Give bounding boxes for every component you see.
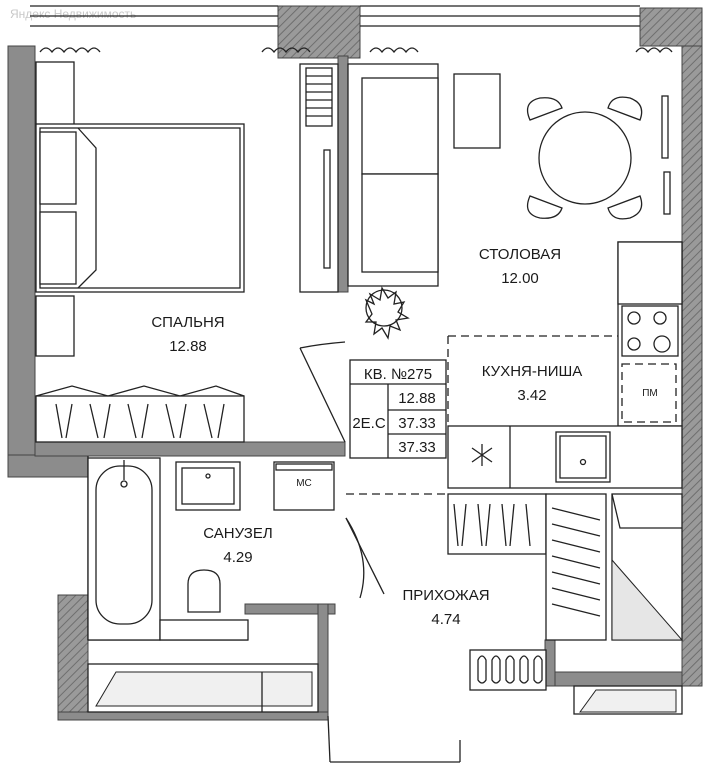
bathroom-name: САНУЗЕЛ: [203, 525, 272, 542]
hallway-furniture: [87, 493, 684, 715]
apartment-info-table: [349, 359, 447, 459]
bathroom-fixtures: [87, 456, 448, 641]
total-area-alt: 37.33: [398, 439, 436, 456]
sink-icon: [555, 431, 611, 483]
dishwasher-label: ПМ: [642, 388, 658, 399]
toilet-icon: [187, 569, 221, 613]
kitchen-name: КУХНЯ-НИША: [482, 363, 582, 380]
hallway-name: ПРИХОЖАЯ: [402, 587, 489, 604]
dining-name: СТОЛОВАЯ: [479, 246, 561, 263]
dining-area: 12.00: [501, 270, 539, 287]
plant-icon: [364, 286, 410, 340]
walls: [7, 5, 703, 763]
apartment-type: 2Е.С: [352, 415, 386, 432]
washer-label: МС: [296, 478, 312, 489]
room-labels: СПАЛЬНЯ 12.88 СТОЛОВАЯ 12.00 КУХНЯ-НИША …: [151, 246, 657, 628]
bedroom-area: 12.88: [169, 338, 207, 355]
dining-furniture: [347, 47, 673, 340]
chairs: [526, 96, 643, 220]
star-icon: [471, 444, 493, 466]
kitchen-furniture: [447, 241, 683, 489]
watermark: Яндекс Недвижимость: [10, 7, 136, 21]
washbasin-icon: [175, 461, 241, 511]
bathroom-area: 4.29: [223, 549, 252, 566]
kitchen-area: 3.42: [517, 387, 546, 404]
hallway-area: 4.74: [431, 611, 460, 628]
bedroom-furniture: [35, 47, 346, 443]
total-area: 37.33: [398, 415, 436, 432]
apartment-number: КВ. №275: [364, 366, 432, 383]
living-area: 12.88: [398, 390, 436, 407]
bedroom-name: СПАЛЬНЯ: [151, 314, 224, 331]
